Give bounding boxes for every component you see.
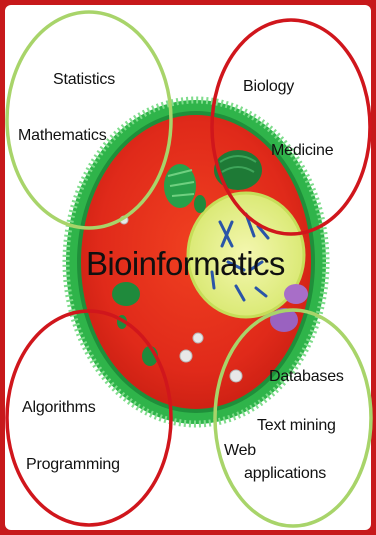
label-medicine: Medicine (271, 143, 333, 159)
label-mathematics: Mathematics (18, 128, 107, 144)
label-biology: Biology (243, 79, 294, 95)
label-programming: Programming (26, 457, 120, 473)
label-web: Web (224, 443, 256, 459)
label-databases: Databases (269, 369, 344, 385)
center-title: Bioinformatics (86, 247, 285, 280)
label-statistics: Statistics (53, 72, 115, 88)
label-applications: applications (244, 466, 326, 482)
label-algorithms: Algorithms (22, 400, 96, 416)
label-text-mining: Text mining (257, 418, 336, 434)
